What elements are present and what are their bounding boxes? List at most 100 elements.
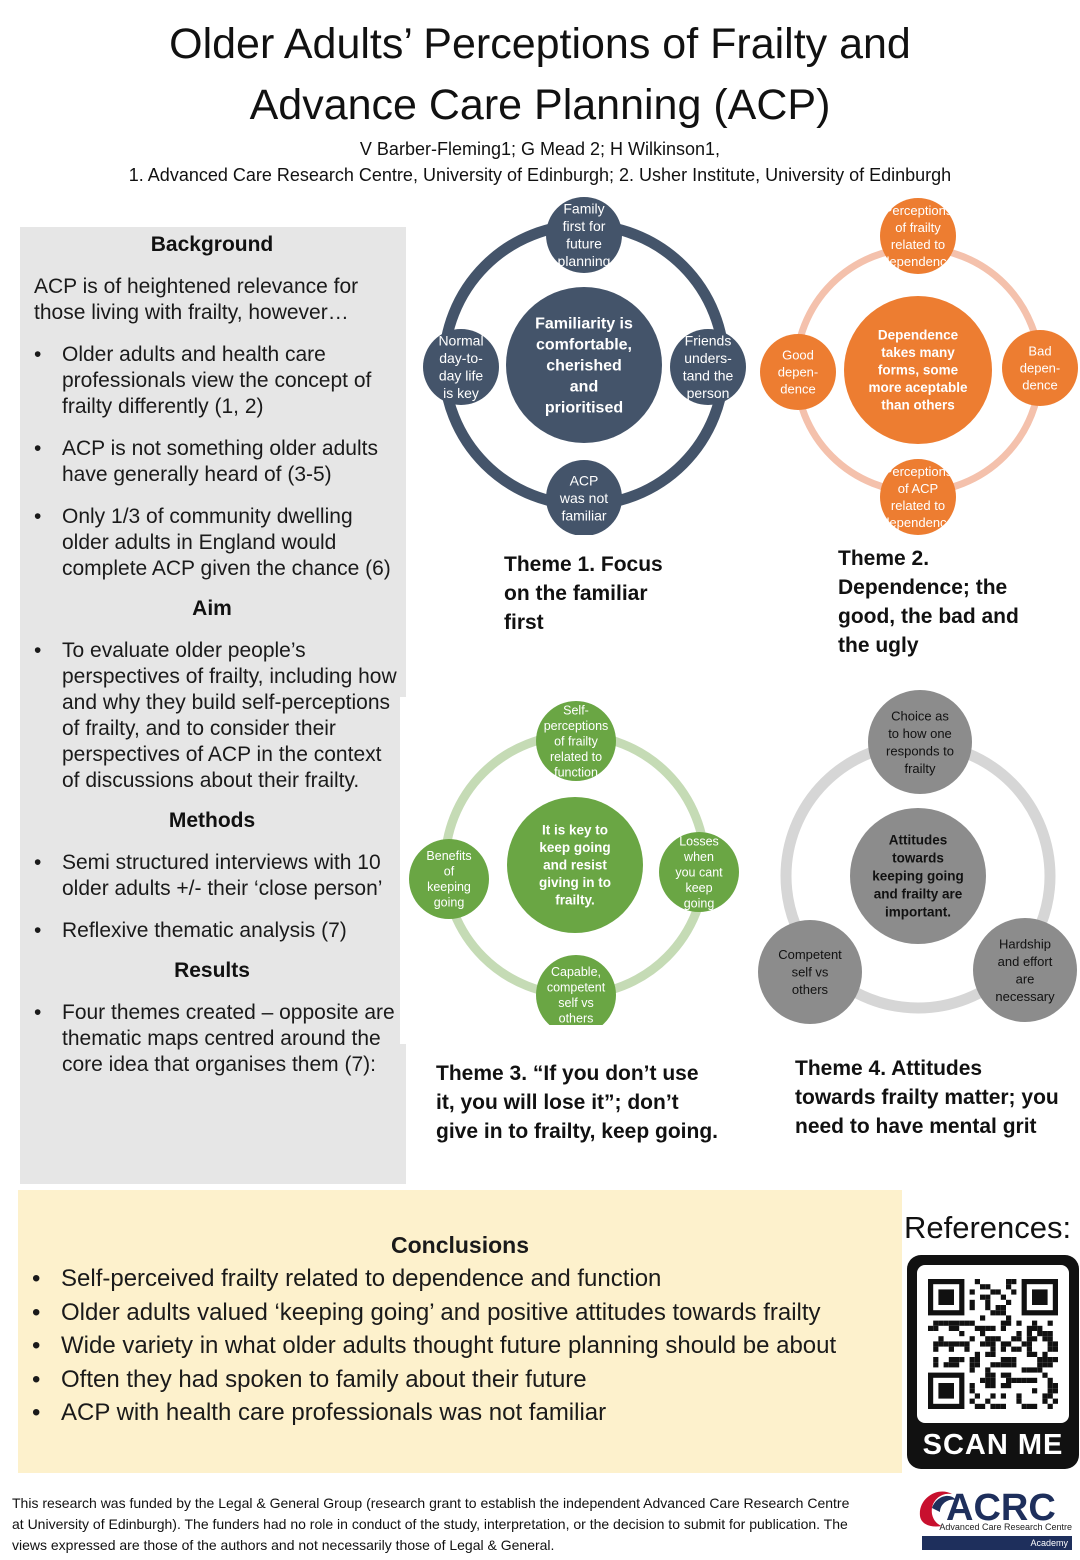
qr-module xyxy=(948,1357,954,1363)
author-names: V Barber-Fleming1; G Mead 2; H Wilkinson… xyxy=(359,139,721,159)
qr-finder-core xyxy=(1032,1289,1048,1305)
qr-module xyxy=(1047,1393,1053,1399)
center-node-text: cherished xyxy=(546,358,622,375)
top-node-text: Family xyxy=(563,201,604,217)
qr-module xyxy=(1047,1331,1053,1337)
qr-module xyxy=(933,1346,939,1352)
top-node-text: perceptions xyxy=(544,719,609,733)
center-node-text: Dependence xyxy=(878,328,959,343)
caption-line: need to have mental grit xyxy=(795,1115,1037,1138)
qr-module xyxy=(964,1346,970,1352)
qr-module xyxy=(1000,1310,1006,1316)
top-node-text: Choice as xyxy=(891,708,949,723)
qr-module xyxy=(1047,1377,1053,1383)
bottom-right-node-text: necessary xyxy=(995,989,1055,1004)
top-node-text: planning xyxy=(558,253,611,269)
qr-module xyxy=(969,1357,975,1363)
logo-academy-bar xyxy=(922,1536,1072,1550)
qr-module xyxy=(974,1279,980,1285)
qr-module xyxy=(990,1362,996,1368)
qr-module xyxy=(995,1336,1001,1342)
qr-module xyxy=(1000,1294,1006,1300)
qr-module xyxy=(933,1325,939,1331)
list-item: Older adults valued ‘keeping going’ and … xyxy=(32,1296,902,1330)
qr-module xyxy=(1047,1388,1053,1394)
qr-module xyxy=(1000,1346,1006,1352)
caption-line: first xyxy=(504,611,544,634)
right-node-text: going xyxy=(684,896,715,910)
bottom-node-circle xyxy=(546,460,622,536)
qr-module xyxy=(1042,1393,1048,1399)
qr-module xyxy=(1047,1383,1053,1389)
top-node-text: related to xyxy=(550,750,602,764)
qr-module xyxy=(1052,1388,1058,1394)
qr-module xyxy=(969,1289,975,1295)
right-node-text: when xyxy=(683,850,714,864)
qr-module xyxy=(969,1383,975,1389)
qr-module xyxy=(1032,1377,1038,1383)
theme-1-svg: Familiarity iscomfortable,cherishedandpr… xyxy=(423,197,746,536)
list-item: Semi structured interviews with 10 older… xyxy=(34,850,398,902)
top-node-text: first for xyxy=(563,218,606,234)
poster-title: Older Adults’ Perceptions of Frailty and… xyxy=(0,14,1080,136)
qr-module xyxy=(1021,1377,1027,1383)
conclusions-list: Self-perceived frailty related to depend… xyxy=(32,1262,902,1430)
left-node-text: day life xyxy=(439,368,484,384)
bottom-node-text: Capable, xyxy=(551,965,601,979)
qr-module xyxy=(1011,1357,1017,1363)
qr-module xyxy=(995,1305,1001,1311)
bottom-right-node-text: Hardship xyxy=(999,936,1051,951)
qr-module xyxy=(990,1310,996,1316)
center-node-text: than others xyxy=(881,398,955,413)
top-node-text: Self- xyxy=(563,703,589,717)
qr-module xyxy=(974,1362,980,1368)
right-node-circle xyxy=(659,832,739,912)
qr-code-icon[interactable] xyxy=(917,1265,1069,1423)
qr-module xyxy=(948,1325,954,1331)
qr-module xyxy=(1006,1315,1012,1321)
qr-module xyxy=(1011,1336,1017,1342)
list-item: Often they had spoken to family about th… xyxy=(32,1363,902,1397)
qr-module xyxy=(974,1393,980,1399)
qr-module xyxy=(974,1357,980,1363)
qr-module xyxy=(969,1299,975,1305)
qr-module xyxy=(995,1310,1001,1316)
qr-module xyxy=(938,1341,944,1347)
qr-module xyxy=(1006,1362,1012,1368)
qr-module xyxy=(969,1336,975,1342)
qr-module xyxy=(1016,1336,1022,1342)
logo-academy-label: Academy xyxy=(1030,1538,1068,1548)
qr-module xyxy=(1042,1331,1048,1337)
qr-module xyxy=(969,1362,975,1368)
qr-module xyxy=(1037,1325,1043,1331)
qr-module xyxy=(1042,1357,1048,1363)
qr-module xyxy=(990,1341,996,1347)
aim-list: To evaluate older people’s perspectives … xyxy=(34,638,398,794)
bottom-node-text: related to xyxy=(891,498,945,513)
qr-module xyxy=(1026,1341,1032,1347)
center-node-text: and resist xyxy=(543,858,607,873)
qr-module xyxy=(1000,1305,1006,1311)
right-node-text: you cant xyxy=(675,865,723,879)
top-node-text: frailty xyxy=(904,761,936,776)
qr-module xyxy=(1011,1346,1017,1352)
left-node-text: dence xyxy=(780,382,815,397)
qr-module xyxy=(1006,1279,1012,1285)
center-node-text: and xyxy=(570,379,598,396)
list-item: To evaluate older people’s perspectives … xyxy=(34,638,398,794)
qr-module xyxy=(1026,1403,1032,1409)
left-node-text: day-to- xyxy=(439,350,483,366)
qr-module xyxy=(969,1388,975,1394)
acrc-logo: ACRC xyxy=(919,1487,1056,1529)
top-node-circle xyxy=(868,690,972,794)
logo-swoosh-icon xyxy=(919,1491,952,1527)
background-heading: Background xyxy=(150,233,274,256)
right-node-text: tand the xyxy=(683,368,734,384)
qr-module xyxy=(985,1383,991,1389)
